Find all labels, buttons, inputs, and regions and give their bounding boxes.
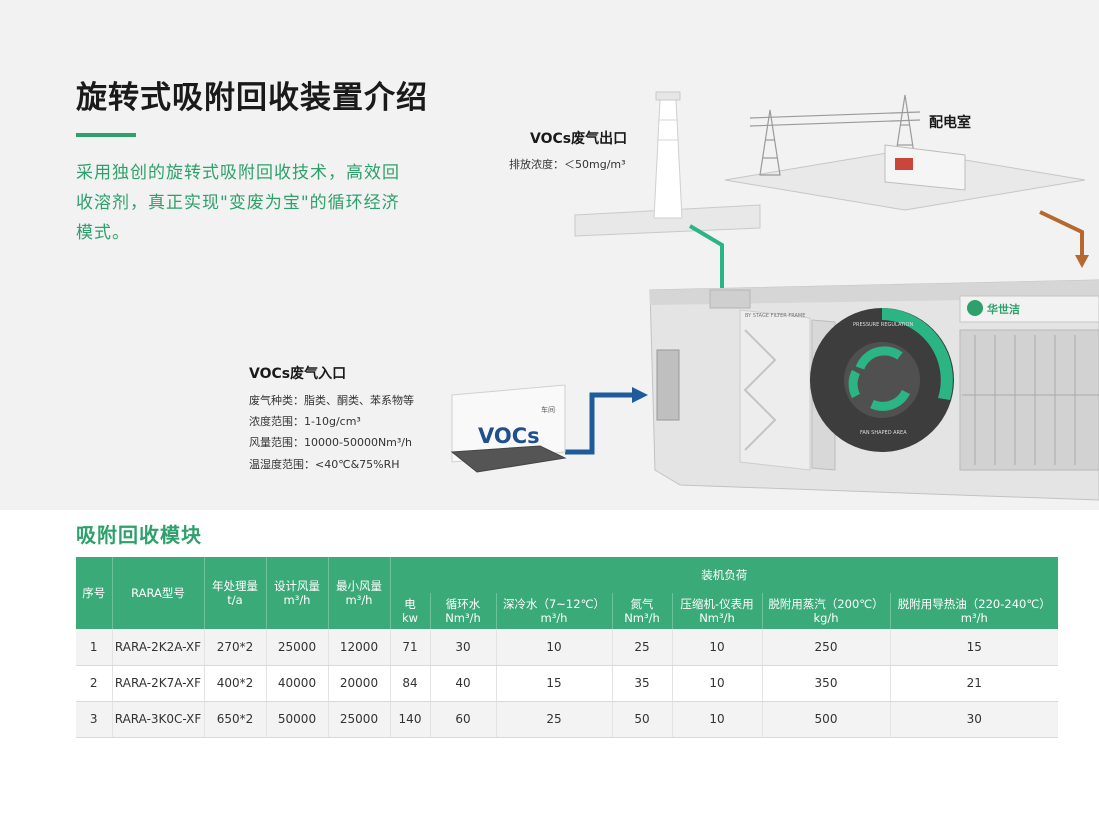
wheel-bottom-text: FAN SHAPED AREA xyxy=(860,430,907,436)
table-cell: 15 xyxy=(496,665,613,702)
table-cell: 84 xyxy=(390,665,431,702)
orange-pipe xyxy=(1039,210,1084,260)
table-cell: 1 xyxy=(76,629,113,666)
table-cell: 350 xyxy=(762,665,891,702)
table-cell: 140 xyxy=(390,701,431,738)
outlet-heading: VOCs废气出口 xyxy=(530,131,628,147)
chimney xyxy=(653,99,683,219)
table-cell: 30 xyxy=(430,629,497,666)
table-cell: 10 xyxy=(496,629,613,666)
recycle-arrows-icon xyxy=(848,346,911,411)
intro-text: 采用独创的旋转式吸附回收技术，高效回收溶剂，真正实现"变废为宝"的循环经济模式。 xyxy=(76,163,400,243)
table-cell: 50000 xyxy=(266,701,329,738)
table-cell: 35 xyxy=(612,665,673,702)
table-cell: 10 xyxy=(672,665,763,702)
table-cell: RARA-3K0C-XF xyxy=(112,701,205,738)
power-tower-icon xyxy=(749,94,921,176)
sub-header: 脱附用导热油（220-240℃）m³/h xyxy=(890,593,1059,629)
inlet-detail: 浓度范围：1-10g/cm³ xyxy=(249,415,361,428)
table-cell: 60 xyxy=(430,701,497,738)
table-cell: 25000 xyxy=(328,701,391,738)
table-cell: 25 xyxy=(612,629,673,666)
table-cell: 270*2 xyxy=(204,629,267,666)
inlet-detail: 温湿度范围：<40℃&75%RH xyxy=(249,458,400,471)
table-cell: 3 xyxy=(76,701,113,738)
wheel-top-text: PRESSURE REGULATION xyxy=(853,322,914,328)
table-cell: 250 xyxy=(762,629,891,666)
green-pipe xyxy=(688,224,724,288)
table-cell: 71 xyxy=(390,629,431,666)
table-row: 1 RARA-2K2A-XF 270*2 25000 12000 71 30 1… xyxy=(76,629,1059,666)
process-illustration xyxy=(450,91,1099,501)
brand-logo: 华世洁 xyxy=(987,303,1020,316)
table-cell: 25 xyxy=(496,701,613,738)
table-cell: 21 xyxy=(890,665,1059,702)
table-cell: 30 xyxy=(890,701,1059,738)
inlet-detail: 风量范围：10000-50000Nm³/h xyxy=(249,436,412,449)
table-cell: 40000 xyxy=(266,665,329,702)
substation-building xyxy=(884,144,966,191)
page-title: 旋转式吸附回收装置介绍 xyxy=(76,80,428,116)
table-cell: 2 xyxy=(76,665,113,702)
table-row: 3 RARA-3K0C-XF 650*2 50000 25000 140 60 … xyxy=(76,701,1059,738)
table-cell: 50 xyxy=(612,701,673,738)
table-cell: 500 xyxy=(762,701,891,738)
table-cell: RARA-2K7A-XF xyxy=(112,665,205,702)
col-header: RARA型号 xyxy=(112,557,205,629)
sub-header: 深冷水（7~12℃）m³/h xyxy=(496,593,613,629)
table-row: 2 RARA-2K7A-XF 400*2 40000 20000 84 40 1… xyxy=(76,665,1059,702)
table-cell: 12000 xyxy=(328,629,391,666)
group-header: 装机负荷 xyxy=(390,557,1059,593)
vocs-box-base xyxy=(450,445,567,473)
sub-header: 脱附用蒸汽（200℃）kg/h xyxy=(762,593,891,629)
section-title: 吸附回收模块 xyxy=(76,523,202,547)
table-cell: 10 xyxy=(672,701,763,738)
table-cell: 25000 xyxy=(266,629,329,666)
table-cell: 400*2 xyxy=(204,665,267,702)
title-underline xyxy=(76,133,136,137)
outlet-detail: 排放浓度：＜50mg/m³ xyxy=(509,158,626,171)
vocs-box-tag: 车间 xyxy=(541,406,555,414)
blue-pipe xyxy=(565,392,635,455)
inlet-heading: VOCs废气入口 xyxy=(249,366,347,382)
table-cell: 20000 xyxy=(328,665,391,702)
vocs-box-label: VOCs xyxy=(478,424,540,448)
table-cell: 15 xyxy=(890,629,1059,666)
table-cell: 10 xyxy=(672,629,763,666)
col-header: 序号 xyxy=(76,557,113,629)
panel-text: BY STAGE FILTER FRAME xyxy=(745,313,806,319)
table-cell: 650*2 xyxy=(204,701,267,738)
table-cell: 40 xyxy=(430,665,497,702)
inlet-detail: 废气种类：脂类、酮类、苯系物等 xyxy=(249,394,414,407)
substation-heading: 配电室 xyxy=(929,115,971,131)
table-cell: RARA-2K2A-XF xyxy=(112,629,205,666)
